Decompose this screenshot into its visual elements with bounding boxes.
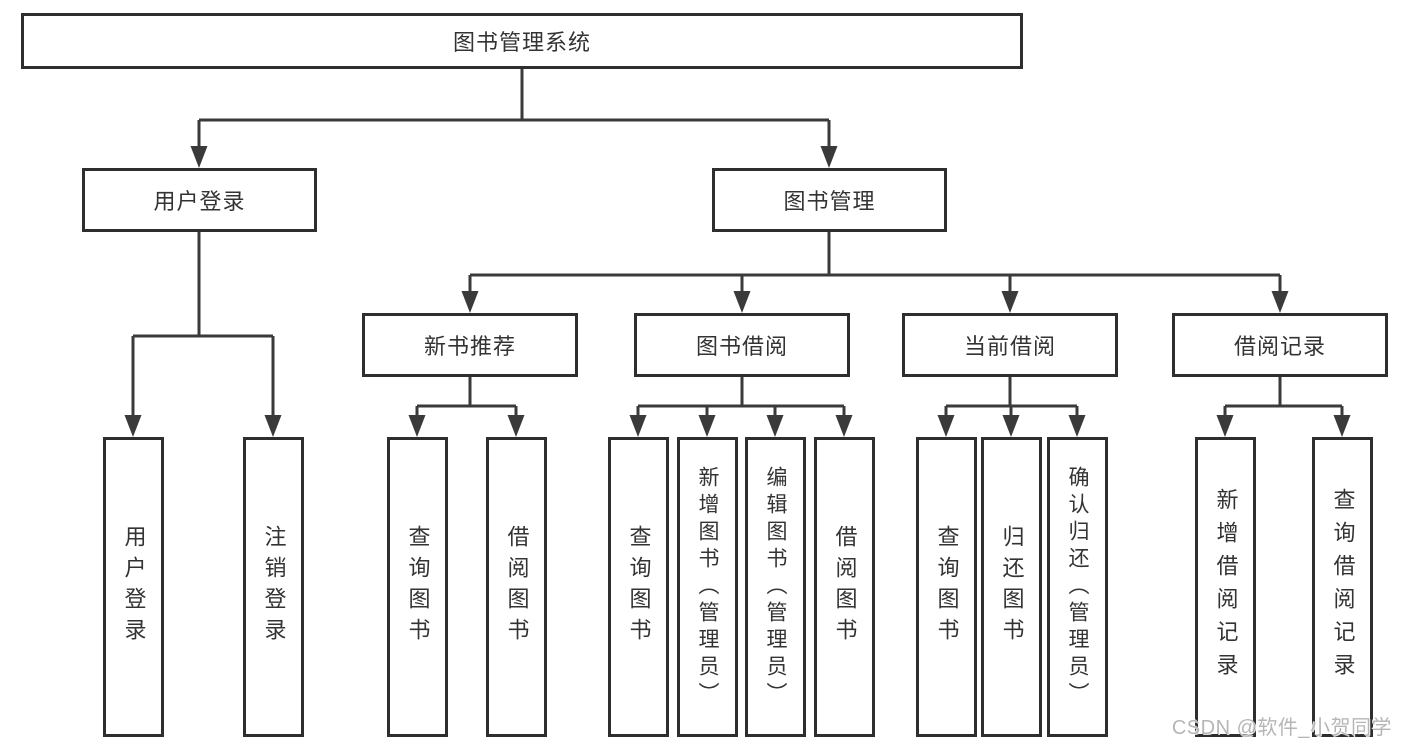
- connector-book-mgmt-split: [461, 232, 1289, 313]
- arrowhead-icon: [461, 291, 479, 313]
- leaf-label: 注销登录: [261, 525, 287, 649]
- leaf-label: 用户登录: [121, 525, 147, 649]
- node-library-management-system: 图书管理系统: [21, 13, 1023, 69]
- leaf-add-book-admin: 新增图书（管理员）: [677, 437, 738, 737]
- node-book-management: 图书管理: [712, 168, 947, 232]
- connector-user-login-split: [124, 232, 282, 437]
- arrowhead-icon: [1271, 291, 1289, 313]
- leaf-label: 归还图书: [999, 525, 1025, 649]
- arrowhead-icon: [835, 415, 853, 437]
- arrowhead-icon: [1068, 415, 1086, 437]
- arrowhead-icon: [766, 415, 784, 437]
- leaf-label: 查询图书: [405, 525, 431, 649]
- arrowhead-icon: [1001, 291, 1019, 313]
- leaf-borrow-books-recommend: 借阅图书: [486, 437, 547, 737]
- arrowhead-icon: [408, 415, 426, 437]
- arrowhead-icon: [1002, 415, 1020, 437]
- leaf-confirm-return-admin: 确认归还（管理员）: [1047, 437, 1108, 737]
- leaf-query-books-borrowing: 查询图书: [608, 437, 669, 737]
- node-borrowing-records: 借阅记录: [1172, 313, 1388, 377]
- leaf-label: 新增图书（管理员）: [696, 465, 719, 709]
- node-book-borrowing: 图书借阅: [634, 313, 850, 377]
- leaf-label: 查询图书: [626, 525, 652, 649]
- arrowhead-icon: [124, 415, 142, 437]
- node-user-login: 用户登录: [82, 168, 317, 232]
- arrowhead-icon: [698, 415, 716, 437]
- arrowhead-icon: [264, 415, 282, 437]
- leaf-borrow-books-borrowing: 借阅图书: [814, 437, 875, 737]
- leaf-label: 编辑图书（管理员）: [764, 465, 787, 709]
- arrowhead-icon: [1333, 415, 1351, 437]
- leaf-label: 借阅图书: [504, 525, 530, 649]
- leaf-return-books: 归还图书: [981, 437, 1042, 737]
- csdn-watermark: CSDN @软件_小贺同学: [1171, 717, 1392, 739]
- node-current-borrowing: 当前借阅: [902, 313, 1118, 377]
- arrowhead-icon: [937, 415, 955, 437]
- leaf-query-books-recommend: 查询图书: [387, 437, 448, 737]
- connector-book-borrow-split: [629, 377, 853, 437]
- connector-current-borrow-split: [937, 377, 1086, 437]
- leaf-add-borrow-record: 新增借阅记录: [1195, 437, 1256, 737]
- node-new-book-recommendation: 新书推荐: [362, 313, 578, 377]
- leaf-label: 查询借阅记录: [1330, 488, 1356, 686]
- connector-root-split: [190, 69, 838, 168]
- connector-new-book-split: [408, 377, 525, 437]
- arrowhead-icon: [820, 146, 838, 168]
- leaf-label: 确认归还（管理员）: [1066, 465, 1089, 709]
- leaf-query-books-current: 查询图书: [916, 437, 977, 737]
- arrowhead-icon: [507, 415, 525, 437]
- connector-borrow-records-split: [1216, 377, 1351, 437]
- leaf-label: 查询图书: [934, 525, 960, 649]
- leaf-edit-book-admin: 编辑图书（管理员）: [745, 437, 806, 737]
- leaf-user-login: 用户登录: [103, 437, 164, 737]
- leaf-label: 新增借阅记录: [1213, 488, 1239, 686]
- arrowhead-icon: [1216, 415, 1234, 437]
- arrowhead-icon: [190, 146, 208, 168]
- leaf-query-borrow-record: 查询借阅记录: [1312, 437, 1373, 737]
- leaf-logout: 注销登录: [243, 437, 304, 737]
- leaf-label: 借阅图书: [832, 525, 858, 649]
- arrowhead-icon: [733, 291, 751, 313]
- arrowhead-icon: [629, 415, 647, 437]
